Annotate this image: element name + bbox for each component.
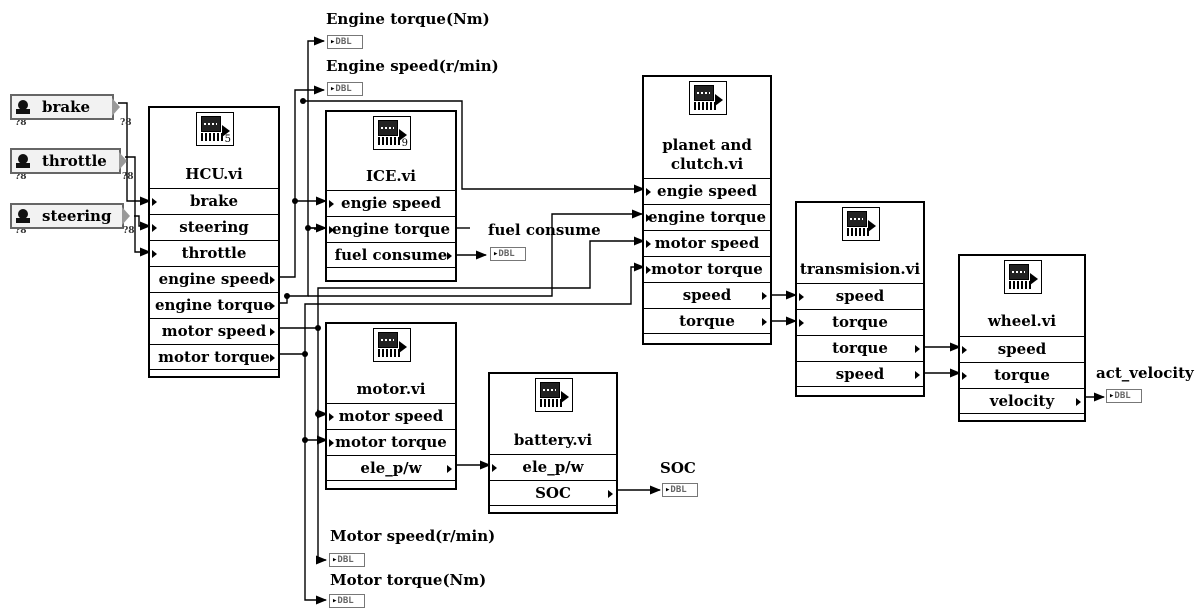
steering-control-label: steering xyxy=(42,207,112,225)
vi-icon xyxy=(842,207,880,241)
control-arrow-icon xyxy=(122,207,130,225)
engine-speed-indicator[interactable]: DBL xyxy=(327,82,363,96)
battery-vi-block[interactable]: battery.vi ele_p/w SOC xyxy=(488,372,618,514)
terminal-engie-speed[interactable]: engie speed xyxy=(327,190,455,216)
control-tag: ?8 xyxy=(15,226,27,236)
throttle-control[interactable]: throttle xyxy=(10,148,127,174)
vi-icon: 9 xyxy=(373,116,411,150)
wire-engine-speed xyxy=(278,196,328,278)
wire-engine-torque xyxy=(278,223,328,304)
fuel-consume-label: fuel consume xyxy=(488,221,601,239)
terminal-motor-torque[interactable]: motor torque xyxy=(150,344,278,370)
brake-control[interactable]: brake xyxy=(10,94,120,120)
control-knob-icon xyxy=(16,209,30,224)
control-knob-icon xyxy=(16,100,30,115)
vi-icon: 5 xyxy=(196,112,234,146)
terminal-engie-speed[interactable]: engie speed xyxy=(644,178,770,204)
act-velocity-label: act_velocity xyxy=(1096,364,1194,382)
control-arrow-icon xyxy=(112,98,120,116)
motor-vi-block[interactable]: motor.vi motor speed motor torque ele_p/… xyxy=(325,322,457,490)
vi-title: transmision.vi xyxy=(799,260,921,278)
soc-label: SOC xyxy=(660,459,696,477)
terminal-brake[interactable]: brake xyxy=(150,188,278,214)
motor-speed-indicator[interactable]: DBL xyxy=(329,553,365,567)
brake-control-label: brake xyxy=(42,98,91,116)
terminal-speed[interactable]: speed xyxy=(644,282,770,308)
terminal-torque[interactable]: torque xyxy=(644,308,770,334)
wheel-vi-block[interactable]: wheel.vi speed torque velocity xyxy=(958,254,1086,422)
terminal-motor-speed[interactable]: motor speed xyxy=(150,318,278,344)
motor-torque-label: Motor torque(Nm) xyxy=(330,571,487,589)
vi-title: wheel.vi xyxy=(987,312,1057,330)
control-arrow-icon xyxy=(119,152,127,170)
soc-indicator[interactable]: DBL xyxy=(662,483,698,497)
throttle-control-label: throttle xyxy=(42,152,107,170)
motor-speed-label: Motor speed(r/min) xyxy=(330,527,496,545)
vi-icon xyxy=(373,328,411,362)
terminal-speed[interactable]: speed xyxy=(960,336,1084,362)
hcu-vi-block[interactable]: 5 HCU.vi brake steering throttle engine … xyxy=(148,106,280,378)
terminal-engine-torque[interactable]: engine torque xyxy=(327,216,455,242)
terminal-engine-torque[interactable]: engine torque xyxy=(150,292,278,318)
terminal-ele-pw[interactable]: ele_p/w xyxy=(490,454,616,480)
control-knob-icon xyxy=(16,154,30,169)
wire-motor-torque xyxy=(278,353,329,445)
vi-title: clutch.vi xyxy=(670,155,744,173)
terminal-speed-out[interactable]: speed xyxy=(797,361,923,387)
vi-title: HCU.vi xyxy=(185,165,243,183)
terminal-motor-speed[interactable]: motor speed xyxy=(327,403,455,429)
terminal-torque[interactable]: torque xyxy=(797,309,923,335)
terminal-torque[interactable]: torque xyxy=(960,362,1084,388)
act-velocity-indicator[interactable]: DBL xyxy=(1106,389,1142,403)
terminal-motor-torque[interactable]: motor torque xyxy=(644,256,770,282)
terminal-steering[interactable]: steering xyxy=(150,214,278,240)
terminal-throttle[interactable]: throttle xyxy=(150,240,278,266)
planet-clutch-vi-block[interactable]: planet and clutch.vi engie speed engine … xyxy=(642,75,772,345)
terminal-engine-speed[interactable]: engine speed xyxy=(150,266,278,292)
wire-motor-speed xyxy=(278,327,329,419)
terminal-velocity[interactable]: velocity xyxy=(960,388,1084,414)
terminal-ele-pw[interactable]: ele_p/w xyxy=(327,455,455,481)
vi-icon xyxy=(689,81,727,115)
terminal-speed[interactable]: speed xyxy=(797,283,923,309)
vi-icon xyxy=(535,378,573,412)
fuel-consume-indicator[interactable]: DBL xyxy=(490,247,526,261)
control-tag: ?8 xyxy=(15,172,27,182)
vi-title: motor.vi xyxy=(356,380,426,398)
steering-control[interactable]: steering xyxy=(10,203,130,229)
vi-title: battery.vi xyxy=(513,431,593,449)
engine-torque-indicator[interactable]: DBL xyxy=(327,35,363,49)
motor-torque-indicator[interactable]: DBL xyxy=(329,594,365,608)
control-tag: ?8 xyxy=(15,118,27,128)
terminal-soc[interactable]: SOC xyxy=(490,480,616,506)
transmission-vi-block[interactable]: transmision.vi speed torque torque speed xyxy=(795,201,925,397)
terminal-motor-speed[interactable]: motor speed xyxy=(644,230,770,256)
control-tag: ?8 xyxy=(123,226,135,236)
ice-vi-block[interactable]: 9 ICE.vi engie speed engine torque fuel … xyxy=(325,110,457,282)
engine-speed-label: Engine speed(r/min) xyxy=(326,57,499,75)
control-tag: ?8 xyxy=(122,172,134,182)
engine-torque-label: Engine torque(Nm) xyxy=(326,10,490,28)
terminal-torque-out[interactable]: torque xyxy=(797,335,923,361)
vi-icon xyxy=(1004,260,1042,294)
vi-title: planet and xyxy=(662,136,752,154)
terminal-engine-torque[interactable]: engine torque xyxy=(644,204,770,230)
control-tag: ?8 xyxy=(120,118,132,128)
terminal-fuel-consume[interactable]: fuel consume xyxy=(327,242,455,268)
vi-title: ICE.vi xyxy=(365,167,417,185)
terminal-motor-torque[interactable]: motor torque xyxy=(327,429,455,455)
